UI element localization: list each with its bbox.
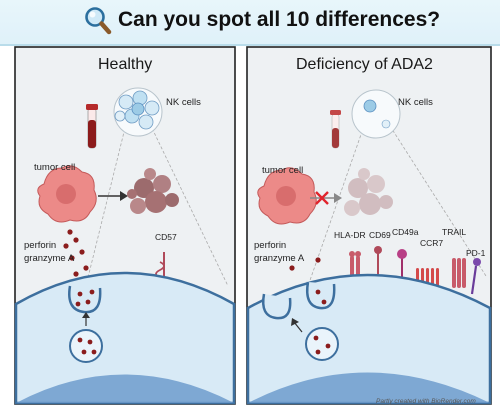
tumor-cell — [257, 167, 317, 225]
healthy-granzyme-label: granzyme A — [24, 253, 75, 264]
healthy-nk-label: NK cells — [166, 97, 201, 108]
blocked-x-icon — [315, 191, 329, 205]
hla-dr-label: HLA-DR — [334, 230, 366, 240]
page-title: Can you spot all 10 differences? — [118, 8, 441, 31]
header-banner: Can you spot all 10 differences? — [0, 0, 500, 46]
empty-fusion-pit — [262, 293, 292, 320]
ccr7-label: CCR7 — [420, 238, 444, 248]
released-granules — [63, 229, 89, 277]
cytotoxic-vesicle — [291, 318, 339, 361]
ada2-tumor-label: tumor cell — [262, 165, 304, 176]
healthy-panel — [14, 46, 236, 405]
blood-tube-icon — [330, 110, 341, 149]
ada2-perforin-label: perforin — [254, 240, 287, 251]
cd49a-label: CD49a — [392, 227, 419, 237]
cd69-label: CD69 — [369, 230, 391, 240]
ada2-nk-label: NK cells — [398, 97, 433, 108]
healthy-tumor-label: tumor cell — [34, 162, 76, 173]
healthy-panel-title: Healthy — [98, 56, 153, 73]
pd-1-label: PD-1 — [466, 248, 486, 258]
magnifier-icon — [85, 7, 112, 35]
apoptotic-tumor-debris — [127, 168, 179, 214]
tumor-cell — [37, 165, 97, 223]
faded-tumor-debris — [344, 168, 393, 216]
granule-fusion-pit — [306, 281, 336, 310]
granule-fusion-pit — [68, 285, 102, 314]
pd-1-receptor — [470, 258, 481, 295]
healthy-perforin-label: perforin — [24, 240, 57, 251]
trail-receptor — [452, 258, 466, 288]
ada2-panel — [246, 46, 492, 405]
blood-tube-icon — [86, 104, 98, 149]
nk-cell-cluster-reduced — [363, 99, 391, 129]
cytotoxic-vesicle — [69, 312, 103, 363]
ada2-granzyme-label: granzyme A — [254, 253, 305, 264]
trail-label: TRAIL — [442, 227, 467, 237]
ada2-panel-title: Deficiency of ADA2 — [296, 56, 433, 73]
credit-note: Partly created with BioRender.com — [376, 398, 476, 405]
cd57-label: CD57 — [155, 232, 177, 242]
nk-cell-cluster — [114, 90, 160, 130]
